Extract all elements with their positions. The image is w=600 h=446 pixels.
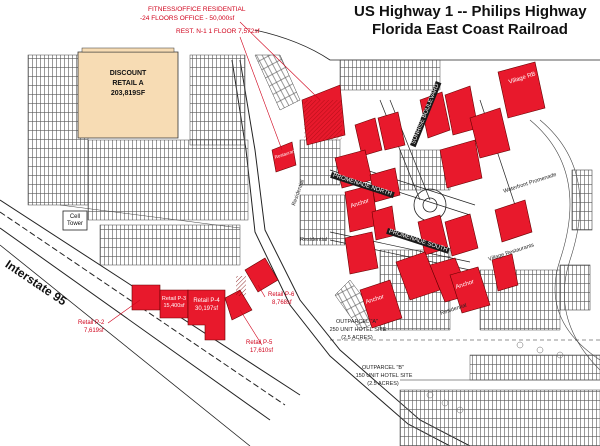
south-residential-lots (399, 354, 600, 446)
anchor-north-building (344, 184, 379, 233)
outparcel-a-line3: (2.5 ACRES) (341, 335, 373, 341)
fitness-callout-line2: -24 FLOORS OFFICE - 50,000sf (140, 15, 235, 22)
outparcel-a-line1: OUTPARCEL "A" (335, 319, 379, 325)
retail-p3-area: 15,400sf (163, 303, 185, 309)
cell-tower-label-1: Cell (69, 214, 81, 220)
map-title-line1: US Highway 1 -- Philips Highway (354, 3, 587, 20)
outparcel-b-line2: 150 UNIT HOTEL SITE (355, 373, 413, 379)
building-3b (377, 111, 406, 151)
retail-p5-area: 17,610sf (250, 348, 274, 354)
cell-tower-box (62, 210, 88, 231)
cell-tower-label-2: Tower (66, 221, 83, 227)
retail-p2-building (131, 284, 161, 311)
building-3a (354, 117, 383, 157)
retail-p2-name: Retail P-2 (78, 320, 105, 326)
retail-p3-name: Retail P-3 (161, 296, 187, 302)
outparcel-a-line2: 250 UNIT HOTEL SITE (329, 327, 387, 333)
retail-p2-area: 7,619sf (84, 328, 104, 334)
anchor-south-building (449, 266, 491, 314)
retail-p6-building (244, 257, 279, 293)
retail-p4-name: Retail P-4 (193, 298, 220, 304)
restaurant-n1 (271, 141, 297, 173)
leader-lines (107, 21, 321, 346)
tree-dots (426, 341, 564, 414)
rest-floor-callout: REST. N-1 1 FLOOR 7,572sf (176, 28, 260, 35)
residential-label-2: Residential (300, 237, 328, 243)
anchor-se-building (359, 279, 403, 329)
red-buildings (131, 61, 546, 341)
discount-label-1: DISCOUNT (109, 70, 147, 77)
building-4c (444, 213, 479, 257)
discount-label-2: RETAIL A (112, 80, 144, 87)
village-rb-building (497, 61, 546, 119)
outparcel-b-line3: (2.5 ACRES) (367, 381, 399, 387)
building-east-1 (439, 139, 483, 189)
east-residential (529, 119, 600, 371)
building-4a (344, 231, 379, 275)
outparcel-b-line1: OUTPARCEL "B" (361, 365, 405, 371)
fitness-callout-line1: FITNESS/OFFICE RESIDENTIAL (148, 6, 246, 13)
building-east-2 (494, 199, 533, 243)
building-south-3 (491, 253, 519, 292)
retail-p6-area: 8,768sf (272, 300, 292, 306)
map-title-line2: Florida East Coast Railroad (372, 21, 568, 38)
retail-p6-name: Retail P-6 (268, 292, 295, 298)
discount-label-3: 203,819SF (110, 90, 146, 97)
retail-p4-building (187, 289, 226, 341)
retail-p5-name: Retail P-5 (246, 340, 273, 346)
building-2c (469, 107, 511, 159)
retail-p5-building (224, 289, 253, 321)
retail-p4-area: 30,197sf (194, 306, 219, 312)
